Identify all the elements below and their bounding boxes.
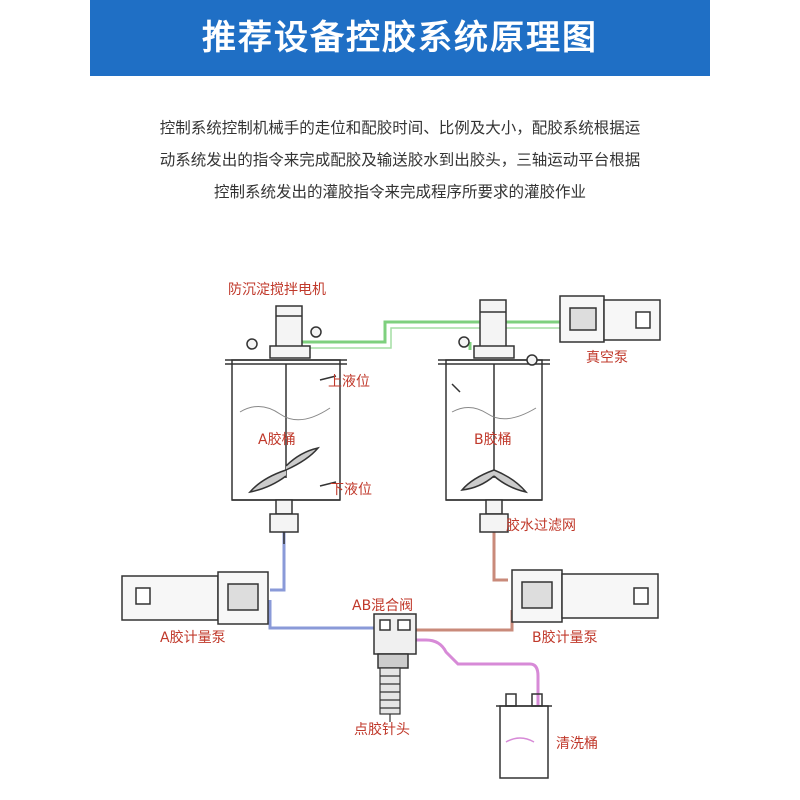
title-bar: 推荐设备控胶系统原理图 (90, 0, 710, 76)
meter-pump-a (121, 571, 269, 625)
label-stirring-motor: 防沉淀搅拌电机 (228, 282, 326, 298)
description-line-3: 控制系统发出的灌胶指令来完成程序所要求的灌胶作业 (213, 183, 586, 201)
stirring-motor-b (458, 299, 538, 366)
description-line-2: 动系统发出的指令来完成配胶及输送胶水到出胶头，三轴运动平台根据 (159, 151, 641, 169)
glue-filter (479, 499, 509, 533)
label-meter-pump-b: B胶计量泵 (532, 629, 598, 646)
label-meter-pump-a: A胶计量泵 (160, 629, 226, 646)
vacuum-line (298, 320, 565, 356)
label-filter: 胶水过滤网 (506, 517, 576, 534)
tank-a (225, 359, 347, 501)
ab-mixing-valve (373, 613, 417, 669)
a-outlet-valve (269, 499, 299, 544)
label-nozzle: 点胶针头 (354, 721, 410, 738)
label-mixing-valve: AB混合阀 (352, 598, 413, 614)
cleaning-bucket (496, 693, 552, 779)
label-cleaning-bucket: 清洗桶 (556, 736, 598, 752)
vacuum-pump (559, 295, 661, 343)
label-tank-b: B胶桶 (474, 431, 512, 448)
label-tank-a: A胶桶 (258, 431, 296, 448)
tank-b (438, 359, 550, 501)
description-text: 控制系统控制机械手的走位和配胶时间、比例及大小，配胶系统根据运 动系统发出的指令… (90, 112, 710, 208)
label-lower-level: 下液位 (330, 482, 372, 498)
label-vacuum-pump: 真空泵 (586, 350, 628, 366)
page-title: 推荐设备控胶系统原理图 (202, 18, 598, 58)
a-glue-line (268, 530, 378, 630)
stirring-motor-a (246, 305, 322, 359)
meter-pump-b (511, 569, 659, 623)
dispensing-nozzle (379, 667, 401, 722)
b-glue-line (414, 530, 514, 632)
description-line-1: 控制系统控制机械手的走位和配胶时间、比例及大小，配胶系统根据运 (159, 119, 641, 137)
label-upper-level: 上液位 (328, 374, 370, 390)
